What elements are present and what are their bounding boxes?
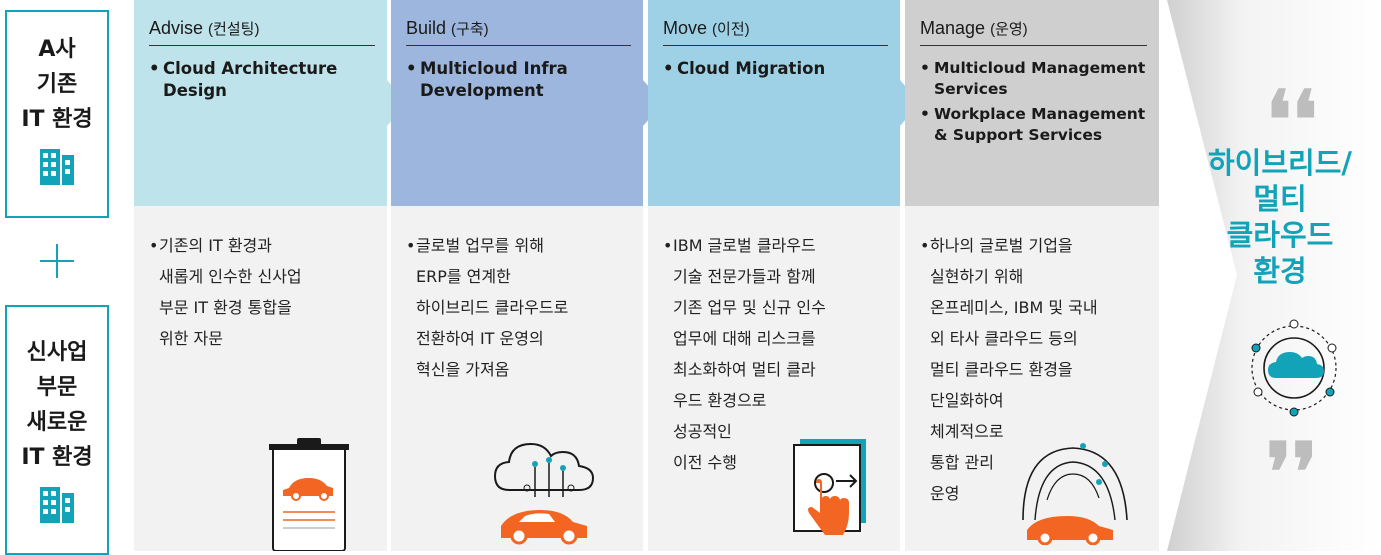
touch-migrate-icon — [793, 439, 866, 535]
new-business-label: 신사업 부문 새로운 IT 환경 — [21, 340, 93, 470]
close-quote-icon: ❜❜ — [1266, 425, 1318, 519]
stage-manage-body: 하나의 글로벌 기업을 실현하기 위해 온프레미스, IBM 및 국내 외 타사… — [905, 206, 1159, 551]
stage-description: 글로벌 업무를 위해 ERP를 연계한 하이브리드 클라우드로 전환하여 IT … — [406, 230, 633, 385]
phase-name: Manage — [920, 18, 986, 38]
stage-build-body: 글로벌 업무를 위해 ERP를 연계한 하이브리드 클라우드로 전환하여 IT … — [391, 206, 643, 551]
phase-name-ko: (이전) — [712, 21, 750, 38]
stage-description: IBM 글로벌 클라우드 기술 전문가들과 함께 기존 업무 및 신규 인수 업… — [663, 230, 890, 478]
new-business-it-box: 신사업 부문 새로운 IT 환경 — [5, 305, 109, 555]
company-a-existing-it-box: A사 기존 IT 환경 — [5, 10, 109, 218]
stage-description: 기존의 IT 환경과 새롭게 인수한 신사업 부문 IT 환경 통합을 위한 자… — [149, 230, 377, 354]
phase-title: Build (구축) — [406, 18, 631, 46]
stage-manage-header: Manage (운영) Multicloud Management Servic… — [905, 0, 1159, 206]
building-icon — [40, 487, 74, 523]
phase-name: Build — [406, 18, 447, 38]
stage-move: Move (이전) Cloud Migration IBM 글로벌 클라우드 기… — [648, 0, 920, 551]
stage-build: Build (구축) Multicloud Infra Development … — [391, 0, 663, 551]
cloud-network-icon — [1251, 319, 1337, 417]
phase-title: Advise (컨설팅) — [149, 18, 375, 46]
service-item: Multicloud Management Services — [920, 58, 1159, 100]
stage-advise-body: 기존의 IT 환경과 새롭게 인수한 신사업 부문 IT 환경 통합을 위한 자… — [134, 206, 387, 551]
service-item: Cloud Migration — [663, 58, 900, 80]
phase-name-ko: (컨설팅) — [208, 21, 260, 38]
cloud-circuit-car-icon — [493, 442, 595, 545]
speed-car-icon — [1022, 443, 1128, 545]
stage-move-header: Move (이전) Cloud Migration — [648, 0, 900, 206]
phase-title: Manage (운영) — [920, 18, 1147, 46]
stage-manage: Manage (운영) Multicloud Management Servic… — [905, 0, 1159, 551]
service-item: Multicloud Infra Development — [406, 58, 643, 102]
phase-name-ko: (운영) — [990, 21, 1028, 38]
service-list: Cloud Migration — [663, 58, 900, 80]
open-quote-icon: ❛❛ — [1266, 73, 1318, 167]
stage-move-body: IBM 글로벌 클라우드 기술 전문가들과 함께 기존 업무 및 신규 인수 업… — [648, 206, 900, 551]
service-list: Cloud Architecture Design — [149, 58, 387, 102]
service-item: Workplace Management & Support Services — [920, 104, 1159, 146]
stage-description: 하나의 글로벌 기업을 실현하기 위해 온프레미스, IBM 및 국내 외 타사… — [920, 230, 1149, 509]
result-chevron-background — [1167, 0, 1381, 551]
service-list: Multicloud Management Services Workplace… — [920, 58, 1159, 146]
stage-advise-header: Advise (컨설팅) Cloud Architecture Design — [134, 0, 387, 206]
phase-name-ko: (구축) — [451, 21, 489, 38]
stage-build-header: Build (구축) Multicloud Infra Development — [391, 0, 643, 206]
building-icon — [40, 149, 74, 185]
plus-icon — [40, 244, 74, 278]
phase-name: Advise — [149, 18, 204, 38]
service-item: Cloud Architecture Design — [149, 58, 387, 102]
result-title: 하이브리드/ 멀티 클라우드 환경 — [1208, 146, 1352, 288]
company-a-label: A사 기존 IT 환경 — [21, 37, 93, 132]
clipboard-car-icon — [269, 438, 349, 551]
stage-advise: Advise (컨설팅) Cloud Architecture Design 기… — [134, 0, 407, 551]
phase-title: Move (이전) — [663, 18, 888, 46]
service-list: Multicloud Infra Development — [406, 58, 643, 102]
phase-name: Move — [663, 18, 708, 38]
